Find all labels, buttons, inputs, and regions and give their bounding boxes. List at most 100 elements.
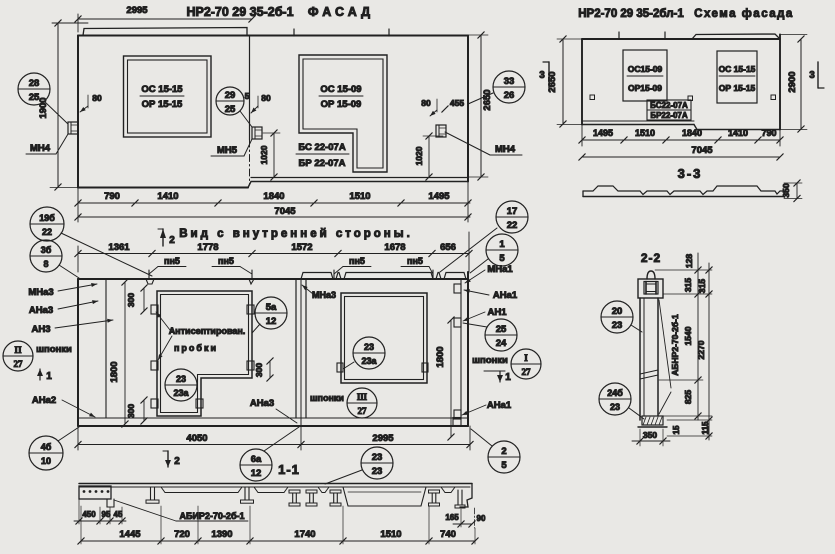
svg-text:1740: 1740 bbox=[294, 529, 315, 540]
svg-text:7045: 7045 bbox=[274, 206, 296, 217]
svg-text:пн5: пн5 bbox=[407, 256, 423, 266]
svg-text:12: 12 bbox=[266, 316, 277, 327]
svg-text:23: 23 bbox=[364, 342, 374, 352]
svg-text:МНа3: МНа3 bbox=[312, 290, 336, 300]
svg-text:ОС 15-15: ОС 15-15 bbox=[141, 84, 183, 95]
svg-text:1390: 1390 bbox=[211, 529, 232, 540]
svg-text:1-1: 1-1 bbox=[278, 462, 300, 477]
svg-text:25: 25 bbox=[29, 92, 40, 103]
svg-text:2650: 2650 bbox=[482, 89, 493, 110]
svg-text:4050: 4050 bbox=[186, 433, 207, 444]
svg-text:1495: 1495 bbox=[593, 128, 613, 138]
svg-text:1495: 1495 bbox=[428, 191, 450, 202]
svg-text:25: 25 bbox=[496, 324, 507, 335]
svg-text:3-3: 3-3 bbox=[678, 166, 703, 181]
svg-text:3: 3 bbox=[809, 70, 815, 81]
svg-text:7045: 7045 bbox=[691, 145, 713, 156]
svg-text:ОС 15-15: ОС 15-15 bbox=[719, 64, 756, 74]
svg-text:ОС15-09: ОС15-09 bbox=[628, 64, 663, 74]
svg-text:3б: 3б bbox=[41, 245, 52, 255]
svg-text:НР2-70 29 35-2б-1: НР2-70 29 35-2б-1 bbox=[186, 5, 293, 19]
svg-text:1020: 1020 bbox=[414, 146, 424, 165]
svg-text:2: 2 bbox=[501, 446, 506, 457]
svg-text:I: I bbox=[524, 353, 528, 363]
svg-text:95: 95 bbox=[102, 510, 111, 519]
svg-text:1361: 1361 bbox=[108, 242, 130, 253]
svg-text:23: 23 bbox=[176, 374, 186, 384]
svg-text:1572: 1572 bbox=[291, 242, 312, 253]
svg-text:БР22-07А: БР22-07А bbox=[650, 111, 688, 120]
svg-text:22: 22 bbox=[507, 220, 518, 231]
svg-text:300: 300 bbox=[126, 293, 136, 307]
svg-text:455: 455 bbox=[450, 98, 464, 108]
svg-text:300: 300 bbox=[126, 404, 136, 418]
svg-text:2900: 2900 bbox=[787, 71, 798, 92]
svg-text:1800: 1800 bbox=[109, 361, 120, 382]
svg-text:29: 29 bbox=[225, 90, 236, 101]
svg-text:23: 23 bbox=[610, 402, 620, 412]
svg-text:315: 315 bbox=[683, 278, 693, 292]
svg-text:БР 22-07А: БР 22-07А bbox=[299, 158, 346, 169]
svg-text:ОР 15-15: ОР 15-15 bbox=[142, 99, 183, 110]
svg-text:790: 790 bbox=[761, 128, 776, 138]
svg-text:ОС 15-09: ОС 15-09 bbox=[320, 84, 361, 95]
svg-text:10: 10 bbox=[41, 456, 51, 466]
svg-text:24б: 24б bbox=[607, 388, 623, 398]
svg-text:ОР 15-09: ОР 15-09 bbox=[321, 99, 362, 110]
svg-text:БС 22-07А: БС 22-07А bbox=[298, 142, 346, 153]
svg-text:1: 1 bbox=[499, 239, 505, 250]
svg-text:27: 27 bbox=[14, 359, 24, 369]
svg-text:АН3: АН3 bbox=[31, 324, 50, 335]
svg-text:шпонки: шпонки bbox=[310, 393, 344, 403]
svg-text:20: 20 bbox=[612, 306, 623, 317]
svg-text:19б: 19б bbox=[39, 213, 55, 223]
svg-text:1: 1 bbox=[505, 372, 511, 383]
svg-text:МН4: МН4 bbox=[30, 143, 51, 154]
svg-text:23: 23 bbox=[372, 452, 383, 463]
svg-text:80: 80 bbox=[421, 98, 431, 108]
svg-text:80: 80 bbox=[92, 93, 102, 103]
svg-text:22: 22 bbox=[42, 227, 52, 237]
svg-text:МН5: МН5 bbox=[217, 145, 238, 156]
svg-text:ОР 15-15: ОР 15-15 bbox=[719, 83, 756, 93]
svg-text:28: 28 bbox=[29, 78, 40, 89]
svg-text:1510: 1510 bbox=[635, 128, 655, 138]
svg-text:23а: 23а bbox=[173, 388, 189, 398]
svg-text:5: 5 bbox=[245, 91, 250, 101]
svg-text:Антисептирован.: Антисептирован. bbox=[169, 326, 246, 336]
svg-text:33: 33 bbox=[504, 76, 515, 87]
svg-text:165: 165 bbox=[445, 513, 459, 522]
svg-text:1020: 1020 bbox=[259, 145, 269, 164]
svg-text:пробки: пробки bbox=[174, 343, 218, 353]
svg-text:шпонки: шпонки bbox=[472, 355, 508, 366]
svg-text:26: 26 bbox=[504, 90, 515, 101]
svg-text:2: 2 bbox=[169, 235, 175, 246]
svg-text:1840: 1840 bbox=[682, 128, 702, 138]
svg-text:АНа3: АНа3 bbox=[250, 398, 274, 409]
svg-text:128: 128 bbox=[684, 254, 694, 268]
svg-text:350: 350 bbox=[643, 430, 657, 440]
svg-text:АН1: АН1 bbox=[487, 307, 507, 318]
svg-text:МН4: МН4 bbox=[495, 144, 516, 155]
svg-text:115: 115 bbox=[701, 421, 710, 434]
svg-text:5: 5 bbox=[501, 460, 507, 471]
svg-text:1510: 1510 bbox=[380, 529, 401, 540]
svg-text:6а: 6а bbox=[251, 454, 262, 465]
svg-text:23: 23 bbox=[612, 320, 623, 331]
svg-text:АНа3: АНа3 bbox=[29, 305, 53, 316]
svg-text:790: 790 bbox=[104, 191, 120, 202]
svg-text:АБНР2-70-2б-1: АБНР2-70-2б-1 bbox=[670, 314, 680, 376]
svg-text:720: 720 bbox=[174, 529, 190, 540]
svg-text:2995: 2995 bbox=[126, 5, 148, 16]
svg-text:Ш: Ш bbox=[357, 392, 367, 402]
svg-text:АНа2: АНа2 bbox=[32, 395, 56, 406]
svg-text:1840: 1840 bbox=[263, 191, 284, 202]
svg-text:5а: 5а bbox=[266, 302, 277, 313]
svg-text:23: 23 bbox=[372, 466, 383, 477]
svg-text:НР2-70 29 35-2бл-1: НР2-70 29 35-2бл-1 bbox=[578, 8, 684, 20]
svg-text:1: 1 bbox=[46, 371, 52, 382]
svg-text:25: 25 bbox=[225, 104, 236, 115]
svg-text:45: 45 bbox=[114, 510, 123, 519]
svg-text:27: 27 bbox=[522, 367, 532, 377]
svg-text:1900: 1900 bbox=[38, 97, 49, 118]
